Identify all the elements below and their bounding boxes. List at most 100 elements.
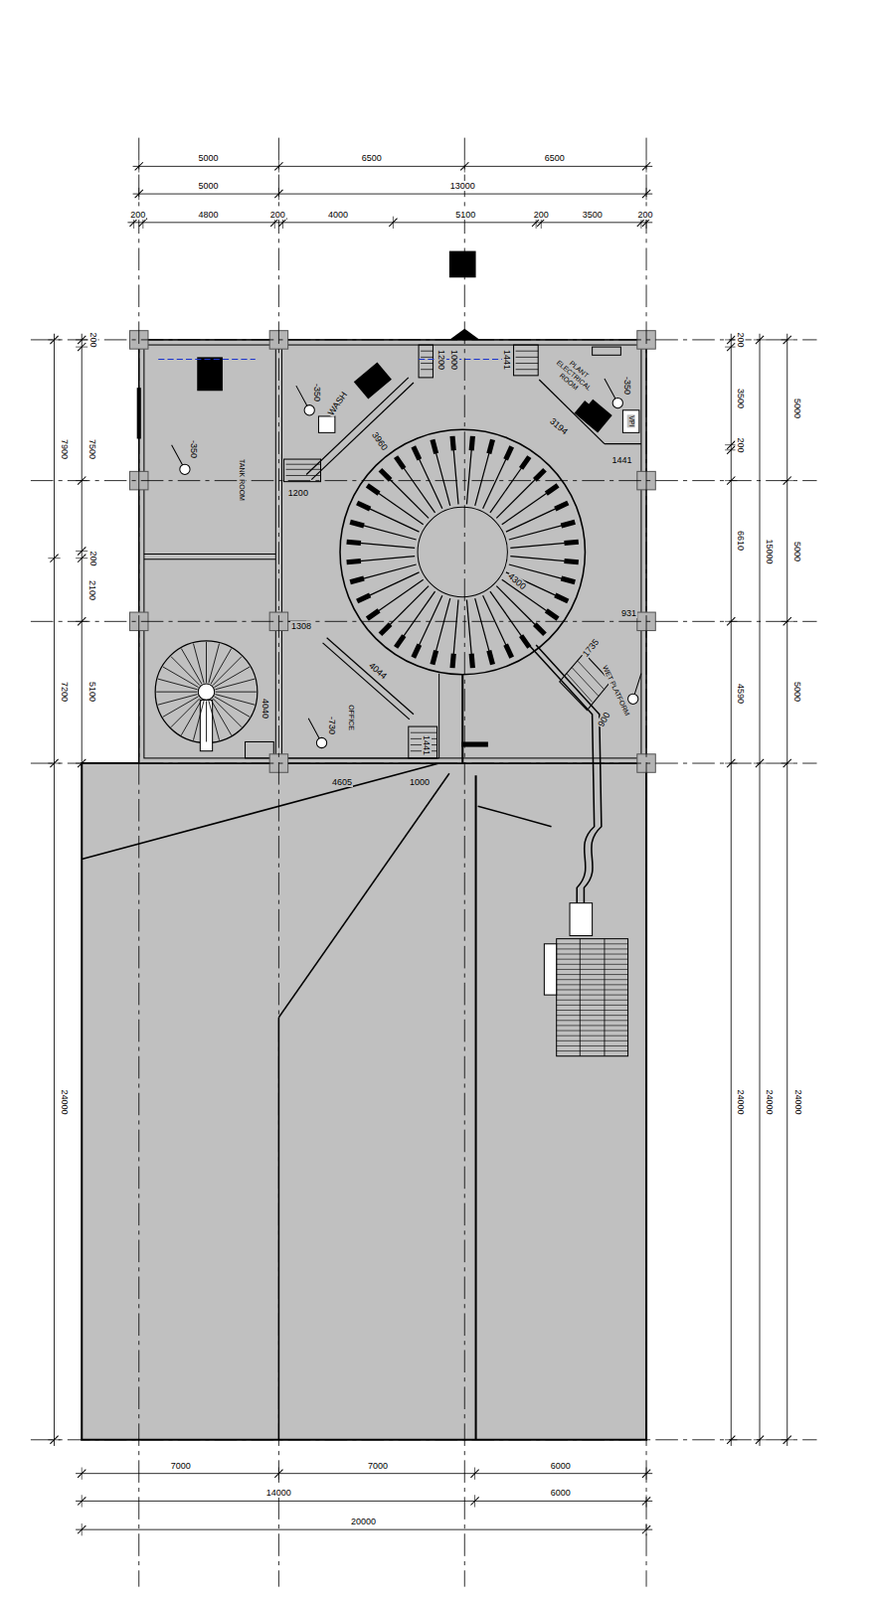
dimension-label: 3960	[369, 429, 391, 454]
dimension-label: 1308	[290, 621, 313, 632]
dimension-label: 7000	[366, 1461, 389, 1472]
grate-bar	[556, 954, 629, 956]
spiral-stair	[155, 641, 258, 752]
dimension-label: TANK ROOM	[237, 458, 246, 503]
dimension-label: 1735	[579, 636, 602, 660]
grate-bar	[556, 959, 629, 961]
equipment	[461, 741, 489, 747]
extension-line	[646, 187, 648, 200]
grate-bar	[556, 943, 629, 945]
building-walls	[281, 345, 283, 764]
stall-head	[534, 470, 545, 481]
grate-bar	[579, 939, 581, 1057]
dimension-label: 6000	[549, 1488, 572, 1499]
extension-line	[753, 763, 766, 765]
grate-bar	[556, 1015, 629, 1017]
conveyor	[462, 645, 628, 1057]
dimension-label: 5100	[454, 209, 477, 220]
extension-line	[47, 557, 60, 559]
stall-head	[356, 595, 370, 602]
equipment	[318, 416, 335, 433]
dimension-label: WASH	[325, 388, 350, 418]
dimension-label: 7200	[59, 681, 70, 703]
extension-line	[753, 339, 766, 341]
milking-stall	[475, 598, 491, 656]
dimension-label: 4000	[327, 209, 349, 220]
dimension-line	[53, 334, 55, 1447]
dimension-label: 1200	[287, 488, 310, 499]
grate-bar	[556, 1031, 629, 1033]
building-walls	[139, 340, 647, 764]
extension-line	[646, 1468, 648, 1481]
level-marker	[304, 405, 315, 416]
building-walls	[438, 674, 440, 759]
milking-stall	[453, 600, 459, 659]
extension-line	[474, 1468, 476, 1481]
equipment	[158, 358, 256, 360]
stall-head	[521, 457, 529, 470]
yard-slab	[278, 773, 449, 1018]
dimension-label: 931	[620, 608, 638, 619]
milking-stall	[375, 579, 424, 614]
dimension-label: OFFICE	[347, 703, 355, 732]
milking-stall	[483, 456, 509, 510]
equipment	[449, 251, 477, 279]
dimension-label: 5000	[792, 397, 803, 420]
stair-tread	[210, 699, 232, 736]
extension-line	[781, 480, 794, 482]
extension-line	[278, 187, 280, 200]
building-walls	[144, 345, 642, 759]
grate-bar	[556, 964, 629, 966]
stair-tread	[214, 696, 251, 718]
grid-line	[30, 621, 818, 623]
stall-head	[564, 541, 579, 543]
stall-head	[349, 578, 364, 583]
stall-head	[554, 503, 568, 510]
dimension-line	[786, 334, 788, 1447]
dimension-label: 200	[637, 209, 655, 220]
extension-line	[75, 557, 88, 559]
dimension-line	[759, 334, 761, 1447]
stall-head	[560, 578, 575, 583]
extension-line	[138, 160, 140, 173]
extension-line	[646, 1495, 648, 1508]
grate-bar	[556, 1000, 629, 1002]
dimension-label: VPI	[627, 414, 636, 428]
milking-stall	[510, 556, 568, 562]
dimension-label: -730	[327, 715, 338, 736]
yard-slab	[81, 763, 647, 1441]
stall-head	[413, 645, 420, 659]
dimension-line	[730, 334, 732, 1447]
extension-line	[464, 160, 466, 173]
stair-tread	[212, 657, 242, 687]
extension-line	[47, 1439, 60, 1441]
stall-head	[379, 624, 390, 635]
spiral-stair	[197, 684, 214, 700]
grate-bar	[603, 939, 605, 1057]
building-walls	[604, 443, 642, 445]
stair-tread	[192, 700, 204, 741]
stall-head	[564, 560, 579, 562]
yard-slab	[478, 806, 552, 828]
conveyor	[543, 944, 556, 996]
dimension-label: 24000	[59, 1089, 70, 1117]
extension-line	[75, 347, 88, 348]
dimension-label: -350	[188, 439, 199, 460]
dimension-label: 5000	[792, 681, 803, 703]
grate-bar	[556, 1036, 629, 1038]
grid-line	[138, 138, 140, 1588]
grid-line	[30, 339, 818, 341]
stair-tread	[192, 644, 204, 685]
dimension-label: 4044	[365, 660, 389, 683]
stair-tread	[171, 698, 200, 728]
dimension-label: 24000	[735, 1089, 746, 1117]
milking-stall	[496, 477, 537, 519]
extension-line	[75, 550, 88, 552]
dimension-label: 6610	[735, 529, 746, 552]
dimension-label: 4605	[331, 777, 353, 788]
dimension-label: 6000	[549, 1461, 572, 1472]
milking-stall	[387, 477, 429, 519]
milking-stall	[509, 524, 566, 540]
